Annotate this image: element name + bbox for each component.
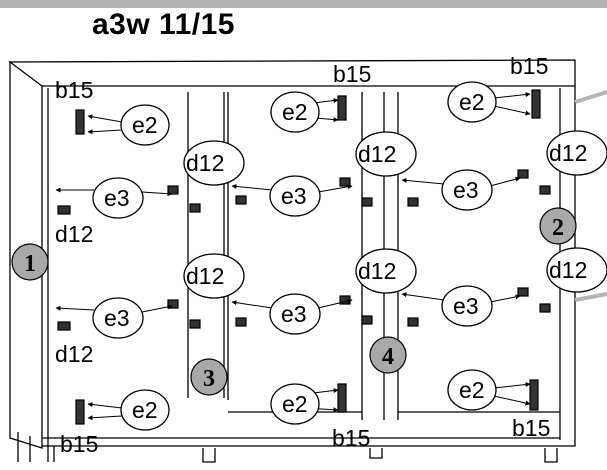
label-e2: e2 [282,99,308,125]
label-e2: e2 [132,112,158,138]
label-e2: e2 [282,391,308,417]
page-title: a3w 11/15 [92,8,235,41]
label-b15: b15 [512,415,550,441]
label-d12: d12 [55,221,93,247]
label-e3: e3 [104,185,130,211]
label-d12: d12 [358,258,396,284]
label-d12: d12 [55,341,93,367]
part-number: 4 [382,344,394,370]
hardware-marks [57,89,551,425]
label-d12: d12 [358,141,396,167]
label-e2: e2 [132,397,158,423]
label-e3: e3 [104,305,130,331]
label-e2: e2 [459,89,485,115]
label-d12: d12 [186,263,224,289]
label-e3: e3 [281,301,307,327]
part-number: 2 [552,215,564,241]
label-e2: e2 [459,377,485,403]
panel-edge-marks [574,90,607,302]
label-b15: b15 [55,77,93,103]
label-b15: b15 [332,425,370,451]
label-d12: d12 [549,140,587,166]
part-marker-1: 1 [11,243,49,281]
label-e3: e3 [453,177,479,203]
label-e3: e3 [281,183,307,209]
label-b15: b15 [60,431,98,457]
part-marker-4: 4 [369,336,407,374]
label-e3: e3 [453,293,479,319]
label-b15: b15 [510,53,548,79]
part-number: 1 [24,251,36,277]
header-bar [0,0,607,8]
label-d12: d12 [186,150,224,176]
label-b15: b15 [333,61,371,87]
leader-lines [55,92,531,421]
part-marker-3: 3 [190,358,228,396]
callout-ellipses [92,81,607,431]
label-d12: d12 [549,257,587,283]
part-number: 3 [203,366,215,392]
part-marker-2: 2 [539,207,577,245]
